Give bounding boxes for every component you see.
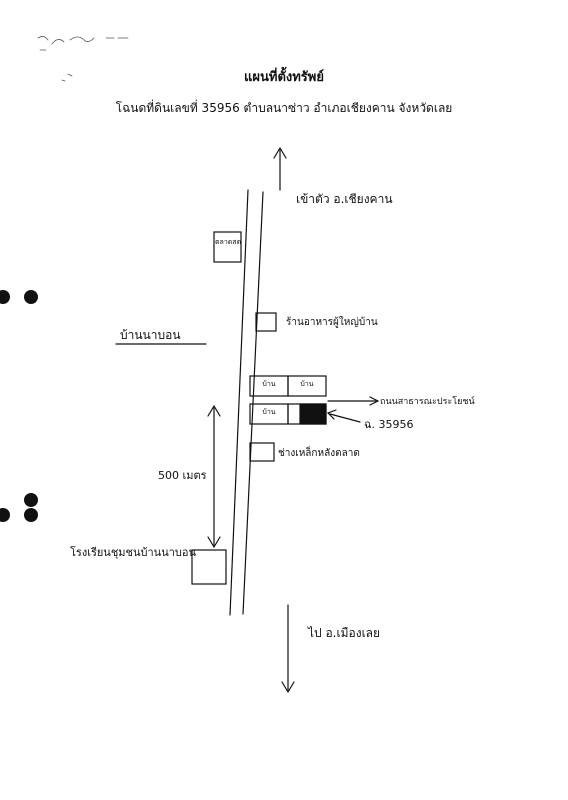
to-chiangkhan-label: เข้าตัว อ.เชียงคาน [296, 192, 393, 206]
to-loei-label: ไป อ.เมืองเลย [308, 626, 381, 640]
market-label: ตลาดสด [215, 238, 242, 246]
distance-arrow-top [207, 404, 221, 417]
shop-label: ร้านอาหารผู้ใหญ่บ้าน [286, 317, 378, 328]
house-label-2: บ้าน [300, 380, 314, 388]
house-label-1: บ้าน [262, 380, 276, 388]
village-label: บ้านนาบอน [120, 328, 181, 342]
hole-punch-bottom-2 [24, 493, 38, 507]
deed-subtitle: โฉนดที่ดินเลขที่ 35956 ตำบลนาซ่าว อำเภอเ… [115, 101, 453, 115]
scribble-mark-2 [61, 73, 73, 82]
scribble-mark [37, 36, 129, 51]
house-block-2 [287, 375, 327, 397]
shop-box [255, 312, 277, 332]
parcel-road-arrow-head [369, 396, 380, 406]
neighbor-box [249, 442, 275, 462]
parcel-ref-arrow-shaft [329, 413, 361, 423]
road-right-edge [242, 191, 264, 615]
distance-label: 500 เมตร [158, 469, 207, 482]
distance-arrow-bottom [207, 536, 221, 549]
parcel-ref-label: ฉ. 35956 [364, 418, 414, 431]
parcel-outline [287, 403, 327, 425]
north-arrow-head [273, 146, 287, 159]
market-box [213, 231, 242, 263]
school-label: โรงเรียนชุมชนบ้านนาบอน [70, 546, 197, 559]
parcel-plot [299, 403, 327, 425]
road-left-edge [229, 189, 249, 616]
hole-punch-top-2 [24, 290, 38, 304]
hole-punch-bottom [0, 508, 10, 522]
neighbor-label: ช่างเหล็กหลังตลาด [278, 448, 360, 459]
parcel-ref-arrow-head [326, 409, 337, 420]
hole-punch-bottom-3 [24, 508, 38, 522]
hole-punch-top [0, 290, 10, 304]
house-label-3: บ้าน [262, 408, 276, 416]
school-box [191, 549, 227, 585]
map-title: แผนที่ตั้งทรัพย์ [244, 70, 324, 85]
public-road-label: ถนนสาธารณะประโยชน์ [380, 397, 475, 407]
south-arrow-head [281, 681, 295, 694]
